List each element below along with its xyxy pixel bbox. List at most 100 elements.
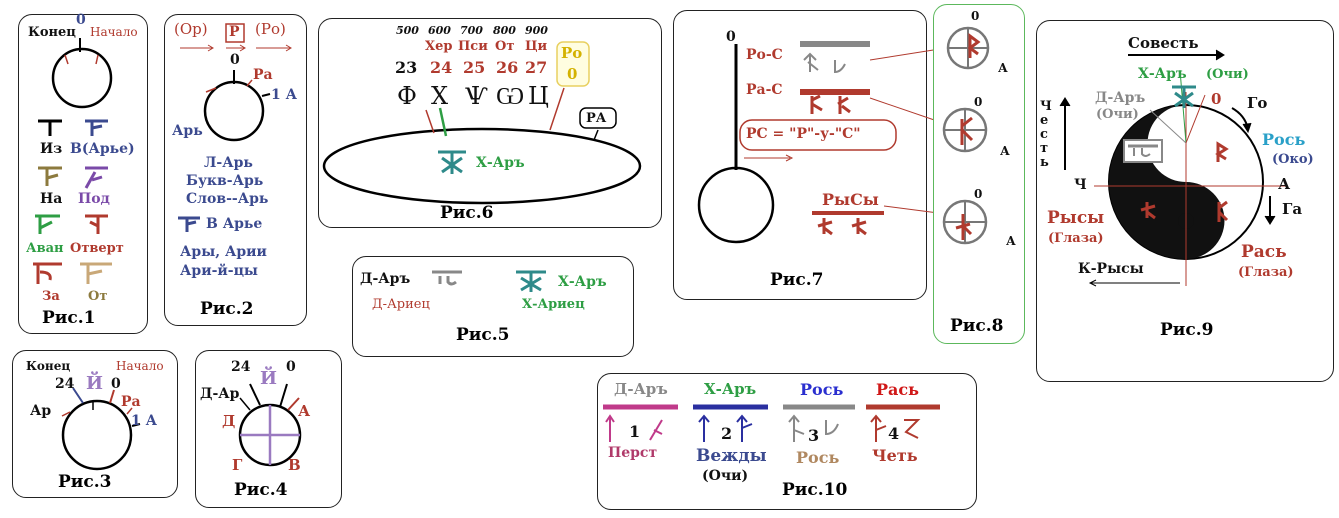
fig2-line-slov-ar: Слов--Арь xyxy=(186,191,269,207)
fig3-y-label: Й xyxy=(86,373,104,394)
fig7-formula-label: РС = "Р"-у-"С" xyxy=(746,126,861,142)
fig10-vezhdy-word: Вежды xyxy=(696,446,767,466)
fig6-num-26: 26 xyxy=(496,58,519,77)
glyph-x-ar-icon xyxy=(1172,85,1196,108)
fig9-xar-label: Х-Аръ xyxy=(1138,66,1187,82)
fig4-d-label: Д xyxy=(222,412,236,430)
fig2-ro-label: (Ро) xyxy=(255,20,286,38)
fig6-num-25: 25 xyxy=(463,58,486,77)
fig5-darets-label: Д-Ариец xyxy=(372,297,430,312)
fig10-dar-title: Д-Аръ xyxy=(614,380,668,398)
fig4-panel xyxy=(195,350,342,508)
fig9-oko-label: (Око) xyxy=(1272,152,1314,167)
glyph-ros-icon xyxy=(1215,141,1229,162)
fig7-caption: Рис.7 xyxy=(770,270,824,290)
glyph-chet-icon xyxy=(870,414,921,442)
fig9-a-label: А xyxy=(1278,175,1291,193)
fig8-a-3: А xyxy=(1006,234,1016,248)
fig4-24-label: 24 xyxy=(231,359,251,375)
fig6-letter-ts: Ц xyxy=(528,82,549,110)
fig9-caption: Рис.9 xyxy=(1160,320,1214,340)
fig10-panel xyxy=(597,373,977,510)
fig10-xar-title: Х-Аръ xyxy=(704,380,757,398)
fig10-perst-word: Перст xyxy=(608,445,658,461)
fig6-name-ot: От xyxy=(495,39,515,54)
fig9-chest-label: Честь xyxy=(1040,99,1052,170)
fig7-rac-label: Ра-С xyxy=(746,82,783,98)
fig7-rysy-label: РыСы xyxy=(822,190,879,209)
fig9-sovest-label: Совесть xyxy=(1128,34,1199,52)
fig2-one-a-label: 1 А xyxy=(271,87,298,103)
fig4-y-label: Й xyxy=(260,368,278,389)
fig1-label-za: За xyxy=(42,289,60,304)
glyph-v-arye-icon xyxy=(85,119,108,136)
fig2-or-label: (Ор) xyxy=(174,20,208,38)
glyph-d-ar-icon xyxy=(1123,139,1163,163)
fig3-start-label: Начало xyxy=(116,359,164,373)
fig3-zero-label: 0 xyxy=(111,376,121,392)
fig5-xar-label: Х-Аръ xyxy=(558,274,607,290)
fig1-label-pod: Под xyxy=(78,191,110,207)
fig7-roc-label: Ро-С xyxy=(746,47,783,63)
fig2-r-label: Р xyxy=(229,24,240,40)
fig6-name-psi: Пси xyxy=(458,39,488,54)
fig9-ochi2-label: (Очи) xyxy=(1096,107,1139,122)
fig10-num-4: 4 xyxy=(888,424,900,443)
glyph-x-ar-icon xyxy=(516,270,546,292)
fig7-panel xyxy=(673,10,927,300)
fig8-zero-3: 0 xyxy=(974,187,983,201)
fig6-num-23: 23 xyxy=(395,58,418,77)
fig10-ochi-word: (Очи) xyxy=(702,468,749,484)
fig2-line-bukv-ar: Букв-Арь xyxy=(186,173,264,189)
fig8-a-2: А xyxy=(1000,144,1010,158)
fig8-zero-2: 0 xyxy=(974,95,983,109)
fig6-ra-label: РА xyxy=(586,111,607,126)
fig3-caption: Рис.3 xyxy=(58,472,112,492)
fig8-circle-3 xyxy=(942,199,988,245)
fig1-panel xyxy=(18,14,148,334)
glyph-vezhdy-icon xyxy=(698,414,753,442)
fig6-caption: Рис.6 xyxy=(440,203,494,223)
fig1-start-label: Начало xyxy=(90,25,138,39)
fig6-letter-f: Ф xyxy=(397,82,417,110)
fig9-krysy-label: К-Рысы xyxy=(1078,261,1144,277)
fig9-go-label: Го xyxy=(1247,94,1268,112)
glyph-rysy-icon xyxy=(817,218,867,236)
fig10-ras-title: Рась xyxy=(876,380,919,399)
fig10-ros-word: Рось xyxy=(796,448,840,467)
fig3-end-label: Конец xyxy=(26,359,71,373)
fig1-label-na: На xyxy=(40,191,63,207)
fig6-scale-800: 800 xyxy=(493,24,516,37)
fig6-scale-600: 600 xyxy=(428,24,451,37)
fig6-letter-psi: Ѱ xyxy=(465,82,488,110)
glyph-rysy-left-icon xyxy=(1140,202,1156,220)
fig9-ros-label: Рось xyxy=(1262,130,1306,149)
fig1-label-v-arye: В(Арье) xyxy=(70,141,135,157)
fig1-label-ot: От xyxy=(88,289,108,304)
fig6-scale-700: 700 xyxy=(460,24,483,37)
fig3-ra-label: Ра xyxy=(121,394,141,410)
fig4-a-label: А xyxy=(298,402,311,420)
fig10-caption: Рис.10 xyxy=(782,480,848,500)
fig4-g-label: Г xyxy=(232,456,243,474)
fig6-name-her: Хер xyxy=(425,39,453,54)
fig4-zero-label: 0 xyxy=(286,359,296,375)
fig5-panel xyxy=(352,256,634,357)
glyph-ra-c-icon xyxy=(810,94,851,114)
glyph-otvert-icon xyxy=(85,214,108,234)
fig6-ro-label: Ро xyxy=(561,44,583,62)
fig5-dar-label: Д-Аръ xyxy=(360,271,411,287)
fig2-line-ari-y-tsy: Ари-й-цы xyxy=(180,263,258,279)
fig6-num-24: 24 xyxy=(430,58,453,77)
glyph-x-ar-icon xyxy=(438,150,466,174)
fig9-dar-label: Д-Аръ xyxy=(1095,90,1146,106)
fig9-ch-label: Ч xyxy=(1074,177,1087,193)
fig6-letter-h: Х xyxy=(431,82,449,110)
fig9-ras-label: Рась xyxy=(1241,242,1287,262)
fig4-v-label: В xyxy=(288,456,301,474)
fig4-dar-label: Д-Ар xyxy=(200,386,240,402)
